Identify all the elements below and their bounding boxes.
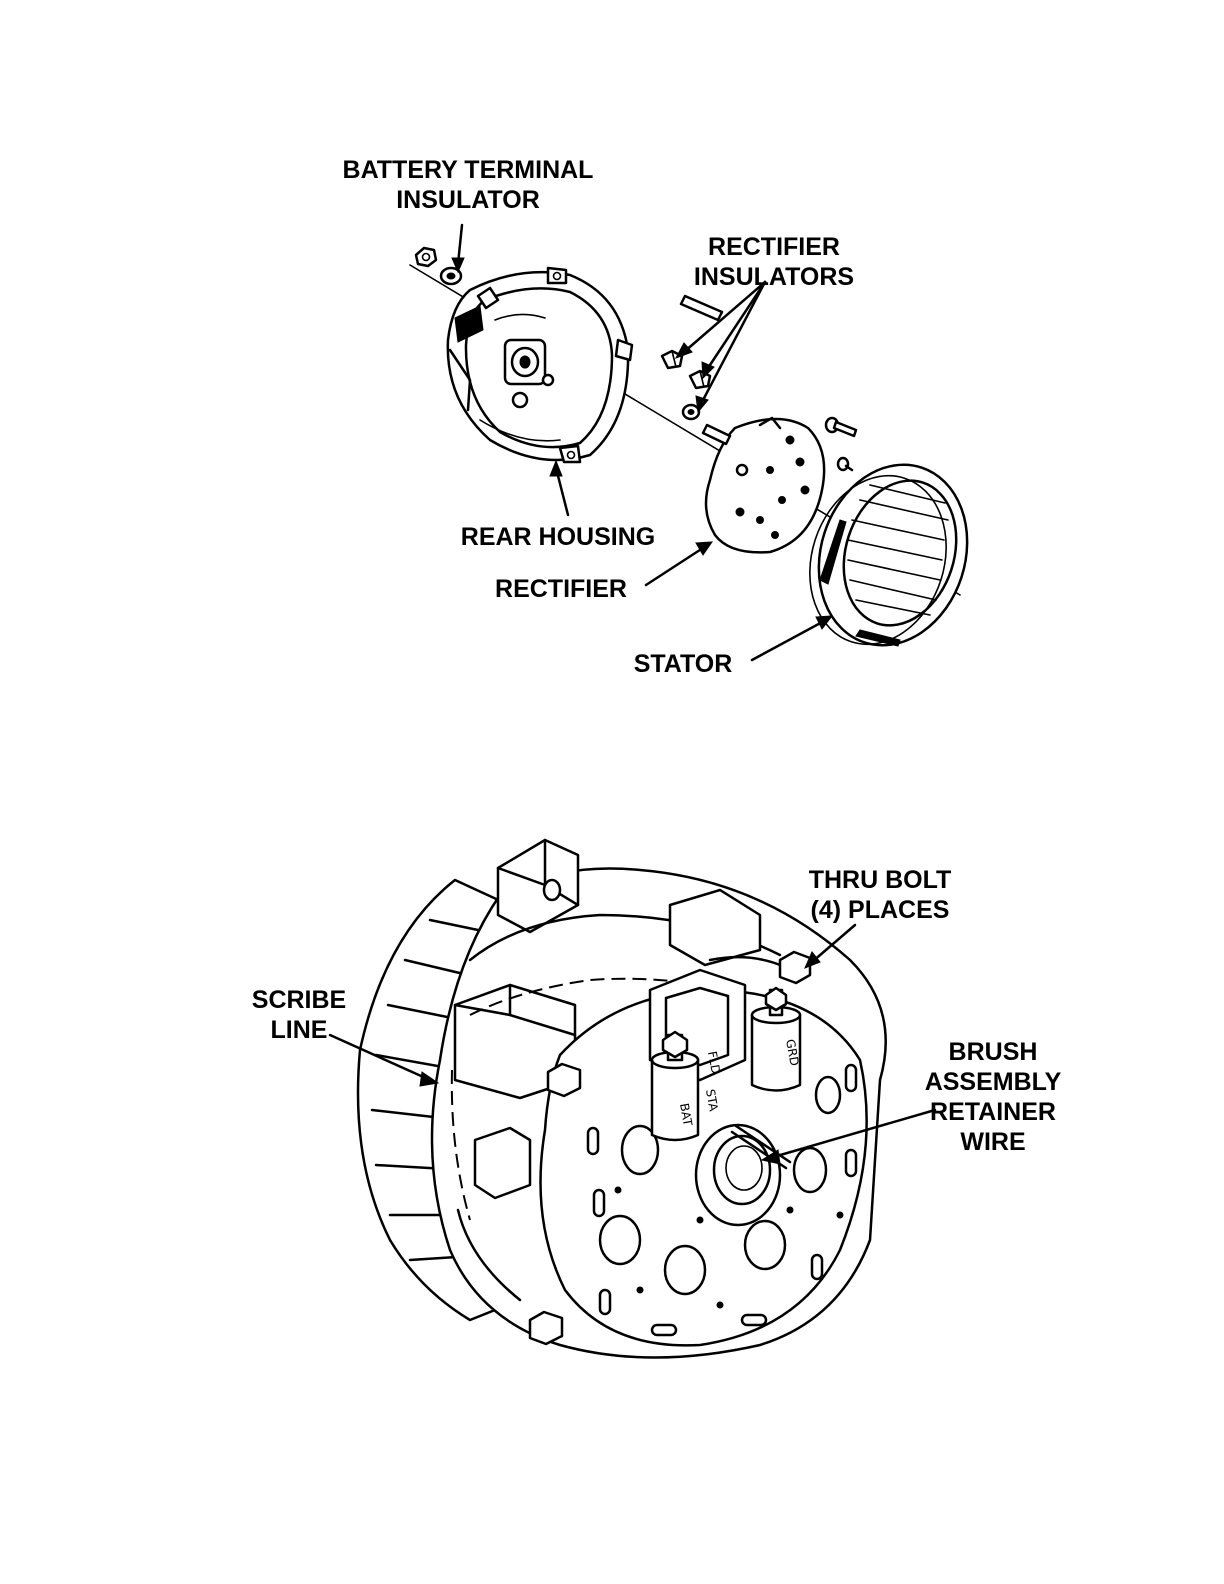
rear-housing-icon xyxy=(448,268,632,462)
thru-bolt-label: THRU BOLT (4) PLACES xyxy=(800,865,960,925)
stator-label: STATOR xyxy=(627,649,739,679)
leader-arrow xyxy=(550,461,568,515)
rectifier-insulators-label: RECTIFIER INSULATORS xyxy=(685,232,863,292)
screw-icon xyxy=(826,418,856,436)
brush-assembly-retainer-wire-label: BRUSH ASSEMBLY RETAINER WIRE xyxy=(915,1037,1071,1157)
label-line: BRUSH xyxy=(915,1037,1071,1067)
label-line: (4) PLACES xyxy=(800,895,960,925)
scribe-line-label: SCRIBE LINE xyxy=(245,985,353,1045)
label-line: INSULATORS xyxy=(685,262,863,292)
label-line: THRU BOLT xyxy=(800,865,960,895)
leader-arrow xyxy=(452,225,464,272)
label-line: SCRIBE xyxy=(245,985,353,1015)
rear-bearing-boss-icon xyxy=(696,1125,780,1225)
screw-icon xyxy=(838,458,852,470)
label-line: WIRE xyxy=(915,1127,1071,1157)
label-line: BATTERY TERMINAL xyxy=(330,155,606,185)
leader-arrow xyxy=(752,616,832,660)
thru-bolt-icon xyxy=(530,1312,562,1344)
rectifier-label: RECTIFIER xyxy=(488,574,634,604)
battery-terminal-nut-icon xyxy=(416,248,436,266)
thru-bolt-icon xyxy=(548,1064,580,1096)
rectifier-insulator-icon xyxy=(683,405,699,419)
label-line: INSULATOR xyxy=(330,185,606,215)
rear-housing-label: REAR HOUSING xyxy=(453,522,663,552)
label-line: RECTIFIER xyxy=(685,232,863,262)
battery-terminal-insulator-label: BATTERY TERMINAL INSULATOR xyxy=(330,155,606,215)
label-line: RETAINER xyxy=(915,1097,1071,1127)
label-line: ASSEMBLY xyxy=(915,1067,1071,1097)
label-line: LINE xyxy=(245,1015,353,1045)
